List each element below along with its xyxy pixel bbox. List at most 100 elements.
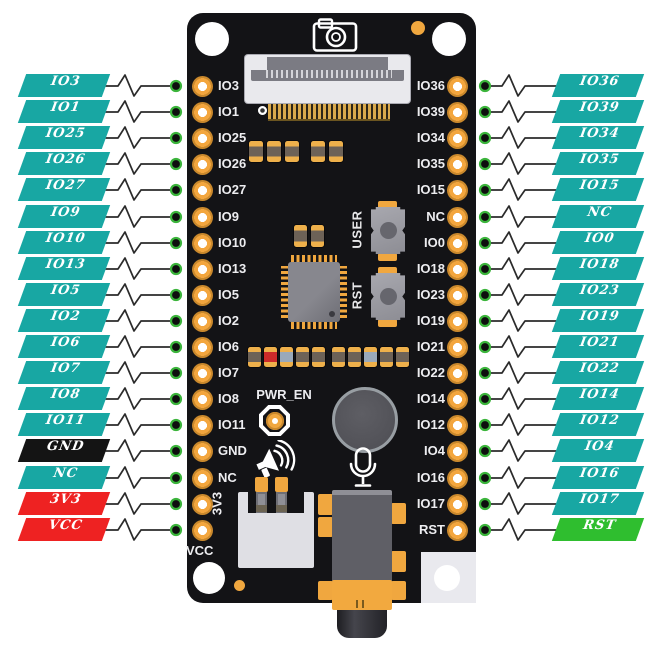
pin-label-NC: NC bbox=[17, 466, 111, 489]
smd-component bbox=[280, 347, 293, 367]
pin-wire bbox=[489, 361, 557, 384]
pin-label-IO35: IO35 bbox=[551, 152, 645, 175]
pin-label-IO1: IO1 bbox=[17, 100, 111, 123]
pin-dot bbox=[478, 314, 492, 328]
pin-label-IO18: IO18 bbox=[551, 257, 645, 280]
pin-label-IO0: IO0 bbox=[551, 231, 645, 254]
pin-hole bbox=[192, 128, 213, 149]
pin-wire bbox=[105, 466, 171, 489]
rst-button-label: RST bbox=[349, 281, 365, 310]
pin-wire bbox=[105, 257, 171, 280]
pin-wire bbox=[105, 518, 171, 541]
pin-hole bbox=[447, 207, 468, 228]
pin-label-NC: NC bbox=[551, 205, 645, 228]
pin-hole bbox=[447, 285, 468, 306]
silk-label-IO39: IO39 bbox=[416, 104, 445, 119]
silk-label-IO8: IO8 bbox=[218, 391, 239, 406]
jack-pad bbox=[391, 551, 406, 572]
silk-label-IO4: IO4 bbox=[424, 443, 445, 458]
rst-button-plunger[interactable] bbox=[379, 287, 397, 305]
microphone-icon bbox=[349, 447, 377, 487]
pin-wire bbox=[105, 413, 171, 436]
pin-label-IO14: IO14 bbox=[551, 387, 645, 410]
pin-dot bbox=[478, 288, 492, 302]
pin-label-VCC: VCC bbox=[17, 518, 111, 541]
pin-dot bbox=[478, 471, 492, 485]
pin-wire bbox=[489, 413, 557, 436]
pin-wire bbox=[489, 74, 557, 97]
pin-dot bbox=[478, 444, 492, 458]
pin-dot bbox=[169, 366, 183, 380]
pin-label-IO36: IO36 bbox=[551, 74, 645, 97]
pin-hole bbox=[447, 389, 468, 410]
pin-wire bbox=[489, 257, 557, 280]
fiducial-dot-top bbox=[411, 21, 425, 35]
pin-hole bbox=[192, 389, 213, 410]
buzzer-component bbox=[332, 387, 398, 453]
silk-label-IO13: IO13 bbox=[218, 261, 247, 276]
pin-dot bbox=[478, 105, 492, 119]
pin-dot bbox=[478, 418, 492, 432]
silk-label-IO36: IO36 bbox=[416, 78, 445, 93]
pin-hole bbox=[192, 363, 213, 384]
silk-label-IO35: IO35 bbox=[416, 156, 445, 171]
smd-component bbox=[380, 347, 393, 367]
pin-wire bbox=[489, 466, 557, 489]
silk-label-IO9: IO9 bbox=[218, 209, 239, 224]
smd-component bbox=[311, 225, 324, 247]
pin-dot bbox=[169, 392, 183, 406]
silk-label-IO19: IO19 bbox=[416, 313, 445, 328]
silk-label-IO3: IO3 bbox=[218, 78, 239, 93]
silk-label-IO0: IO0 bbox=[424, 235, 445, 250]
pin-label-IO2: IO2 bbox=[17, 309, 111, 332]
jack-pad bbox=[318, 494, 333, 515]
user-button-plunger[interactable] bbox=[379, 221, 397, 239]
smd-component bbox=[364, 347, 377, 367]
pin-hole bbox=[192, 207, 213, 228]
silk-label-NC: NC bbox=[426, 209, 445, 224]
pin-dot bbox=[478, 497, 492, 511]
pin-hole bbox=[192, 520, 213, 541]
silk-label-VCC: VCC bbox=[186, 543, 214, 558]
speaker-pin-pad bbox=[275, 477, 288, 492]
pin-wire bbox=[105, 283, 171, 306]
pin-wire bbox=[105, 100, 171, 123]
chip-pin1-dot bbox=[329, 311, 335, 317]
pin-dot bbox=[169, 183, 183, 197]
pin-dot bbox=[169, 157, 183, 171]
pin-label-IO4: IO4 bbox=[551, 439, 645, 462]
pin-label-IO16: IO16 bbox=[551, 466, 645, 489]
pin-dot bbox=[169, 314, 183, 328]
pwr-en-pad-hole bbox=[271, 417, 278, 424]
pin-wire bbox=[489, 231, 557, 254]
pin-dot bbox=[478, 340, 492, 354]
silk-label-IO11: IO11 bbox=[218, 417, 246, 432]
smd-component bbox=[348, 347, 361, 367]
user-button-label: USER bbox=[349, 210, 365, 249]
pin-hole bbox=[447, 311, 468, 332]
pin-hole bbox=[192, 180, 213, 201]
chip-pins-right bbox=[339, 266, 347, 318]
pin-wire bbox=[489, 283, 557, 306]
pin-label-IO22: IO22 bbox=[551, 361, 645, 384]
silk-label-IO17: IO17 bbox=[416, 496, 445, 511]
pin-dot bbox=[169, 418, 183, 432]
fpc-gold-pins bbox=[268, 104, 390, 121]
pin-dot bbox=[169, 262, 183, 276]
pin-label-IO13: IO13 bbox=[17, 257, 111, 280]
jack-mark bbox=[356, 600, 358, 608]
silk-label-IO15: IO15 bbox=[416, 182, 445, 197]
camera-icon bbox=[312, 18, 358, 52]
pin-label-IO8: IO8 bbox=[17, 387, 111, 410]
pin-wire bbox=[105, 126, 171, 149]
pin-label-IO23: IO23 bbox=[551, 283, 645, 306]
pin-label-IO10: IO10 bbox=[17, 231, 111, 254]
mount-hole-bottom-right bbox=[434, 565, 460, 591]
pin-label-IO15: IO15 bbox=[551, 178, 645, 201]
silk-label-IO25: IO25 bbox=[218, 130, 247, 145]
smd-component bbox=[248, 347, 261, 367]
pin-dot bbox=[169, 210, 183, 224]
pin-dot bbox=[478, 79, 492, 93]
pin-dot bbox=[169, 523, 183, 537]
